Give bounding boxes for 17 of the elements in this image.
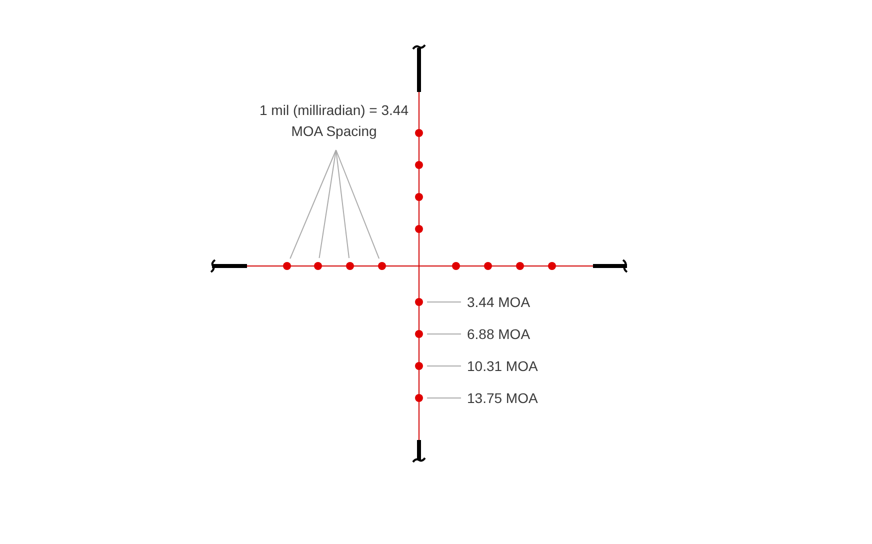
leader-line xyxy=(290,150,336,260)
reticle-dot xyxy=(415,394,423,402)
reticle-dot xyxy=(415,298,423,306)
reticle-dot xyxy=(314,262,322,270)
reticle-dot xyxy=(415,362,423,370)
leader-line xyxy=(336,150,380,260)
leader-line xyxy=(336,150,350,259)
callout-label: 6.88 MOA xyxy=(467,324,567,345)
leader-line xyxy=(318,150,336,259)
callout-label: 10.31 MOA xyxy=(467,356,567,377)
reticle-dot xyxy=(283,262,291,270)
callout-label: 1 mil (milliradian) = 3.44 MOA Spacing xyxy=(256,100,412,142)
reticle-dot xyxy=(378,262,386,270)
reticle-dot xyxy=(415,330,423,338)
reticle-dot xyxy=(346,262,354,270)
callout-label: 13.75 MOA xyxy=(467,388,567,409)
callout-label: 3.44 MOA xyxy=(467,292,567,313)
